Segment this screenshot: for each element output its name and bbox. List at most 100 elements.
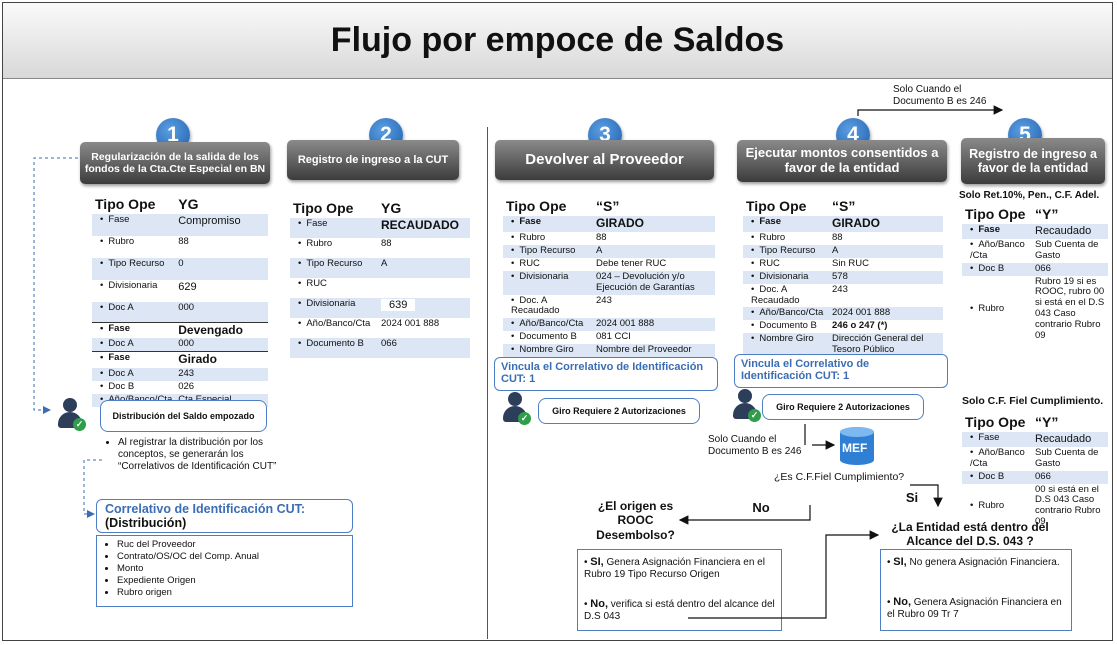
field-key: Divisionaria bbox=[743, 270, 829, 284]
field-key: Tipo Recurso bbox=[743, 244, 829, 258]
ds-question: ¿La Entidad está dentro del Alcance del … bbox=[891, 520, 1049, 549]
field-value: 88 bbox=[178, 236, 189, 248]
field-value: Compromiso bbox=[175, 214, 268, 237]
correlativo-item: Expediente Origen bbox=[117, 575, 352, 587]
field-value: 246 o 247 (*) bbox=[832, 320, 888, 332]
rooc-no-answer: • No, verifica si está dentro del alcanc… bbox=[584, 598, 775, 623]
field-value: 066 bbox=[1032, 470, 1108, 484]
col3-vincula-box: Vincula el Correlativo de Identificación… bbox=[494, 357, 718, 391]
step4-note: Solo Cuando el Documento B es 246 bbox=[893, 84, 987, 107]
field-key: Tipo Recurso bbox=[503, 244, 593, 258]
field-value: 639 bbox=[381, 299, 416, 312]
rooc-answer-box: • SI, Genera Asignación Financiera en el… bbox=[577, 549, 782, 631]
field-value: 066 bbox=[378, 338, 470, 359]
field-value: A bbox=[593, 244, 715, 258]
field-key: Rubro bbox=[743, 232, 829, 245]
field-key: Año/Banco/Cta bbox=[503, 318, 593, 332]
mef-database-icon bbox=[838, 426, 876, 466]
tipo-ope-value: “S” bbox=[832, 198, 856, 214]
field-value: 578 bbox=[829, 270, 943, 284]
col1-header: Regularización de la salida de los fondo… bbox=[80, 142, 270, 184]
field-value: 88 bbox=[381, 238, 392, 250]
field-value: 000 bbox=[175, 338, 268, 352]
field-value: 000 bbox=[175, 302, 268, 323]
field-key: Rubro bbox=[962, 276, 1032, 344]
user-icon: ✓ bbox=[730, 389, 761, 423]
col4-header: Ejecutar montos consentidos a favor de l… bbox=[737, 140, 947, 182]
tipo-ope-label: Tipo Ope bbox=[746, 198, 807, 214]
field-value: Recaudado bbox=[1032, 224, 1108, 239]
field-key: Año/Banco /Cta bbox=[962, 447, 1032, 471]
col3-giro-pill: Giro Requiere 2 Autorizaciones bbox=[538, 398, 700, 424]
si-label: Si bbox=[905, 490, 919, 505]
field-key: RUC bbox=[503, 258, 593, 271]
field-value: 00 si está en el D.S 043 Caso contrario … bbox=[1035, 483, 1101, 528]
field-value: 024 – Devolución y/o Ejecución de Garant… bbox=[593, 270, 715, 295]
tipo-ope-label: Tipo Ope bbox=[965, 206, 1026, 222]
correlativo-title-box: Correlativo de Identificación CUT: (Dist… bbox=[96, 499, 353, 533]
tipo-ope-label: Tipo Ope bbox=[506, 198, 567, 214]
mef-label: MEF bbox=[842, 441, 868, 455]
field-key: Fase bbox=[92, 321, 176, 339]
field-key: Doc. A Recaudado bbox=[503, 295, 593, 319]
field-key: Fase bbox=[92, 351, 176, 369]
correlativo-item: Monto bbox=[117, 563, 352, 575]
field-value: Dirección General del Tesoro Público bbox=[829, 333, 943, 358]
field-value: 243 bbox=[175, 368, 268, 382]
field-key: Doc A bbox=[92, 302, 176, 323]
field-value: A bbox=[829, 244, 943, 258]
tipo-ope-label: Tipo Ope bbox=[965, 414, 1026, 430]
field-key: Rubro bbox=[92, 236, 175, 258]
field-value: GIRADO bbox=[593, 216, 715, 232]
col5-section1-title: Solo Ret.10%, Pen., C.F. Adel. bbox=[959, 190, 1100, 201]
field-key: Nombre Giro bbox=[743, 333, 829, 358]
field-value: 066 bbox=[1032, 262, 1108, 276]
col3-header: Devolver al Proveedor bbox=[495, 140, 714, 180]
field-value: 243 bbox=[596, 294, 612, 306]
field-key: Doc B bbox=[92, 381, 175, 394]
tipo-ope-label: Tipo Ope bbox=[95, 196, 156, 212]
field-key: Fase bbox=[743, 216, 829, 232]
tipo-ope-value: YG bbox=[178, 196, 199, 212]
field-key: Divisionaria bbox=[503, 270, 593, 295]
correlativo-sub: (Distribución) bbox=[105, 516, 187, 530]
field-value: Recaudado bbox=[1032, 432, 1108, 447]
correlativo-item: Contrato/OS/OC del Comp. Anual bbox=[117, 551, 352, 563]
field-key: Fase bbox=[962, 432, 1032, 447]
field-value: 2024 001 888 bbox=[829, 307, 943, 321]
page-title: Flujo por empoce de Saldos bbox=[330, 21, 785, 59]
field-key: RUC bbox=[290, 278, 378, 298]
col3-vincula: Vincula el Correlativo de Identificación… bbox=[501, 361, 704, 385]
field-key: RUC bbox=[743, 258, 829, 271]
field-value: Sin RUC bbox=[832, 257, 869, 269]
field-key: Doc A bbox=[92, 338, 176, 352]
distribucion-pill: Distribución del Saldo empozado bbox=[100, 400, 267, 432]
field-value: 88 bbox=[596, 231, 607, 243]
field-value: Sub Cuenta de Gasto bbox=[1035, 238, 1099, 261]
field-key: Documento B bbox=[290, 338, 378, 359]
field-key: Documento B bbox=[503, 331, 593, 344]
no-label: No bbox=[752, 500, 770, 515]
field-value: 026 bbox=[178, 381, 195, 393]
field-key: Rubro bbox=[290, 238, 378, 258]
distribucion-note: Al registrar la distribución por los con… bbox=[106, 437, 286, 473]
field-value: Rubro 19 si es ROOC, rubro 00 si está en… bbox=[1035, 275, 1105, 342]
title-bar: Flujo por empoce de Saldos bbox=[3, 3, 1112, 79]
field-value: RECAUDADO bbox=[378, 218, 470, 239]
ds-no-answer: • No, Genera Asignación Financiera en el… bbox=[887, 596, 1062, 621]
field-key: Año/Banco/Cta bbox=[290, 318, 378, 338]
field-key: Año/Banco /Cta bbox=[962, 239, 1032, 263]
field-value: Nombre del Proveedor bbox=[593, 344, 715, 358]
field-key: Tipo Recurso bbox=[92, 258, 176, 281]
field-key: Año/Banco/Cta bbox=[743, 307, 829, 321]
field-key: Divisionaria bbox=[290, 298, 378, 319]
field-key: Fase bbox=[290, 218, 378, 239]
col4-giro-pill: Giro Requiere 2 Autorizaciones bbox=[762, 394, 924, 420]
